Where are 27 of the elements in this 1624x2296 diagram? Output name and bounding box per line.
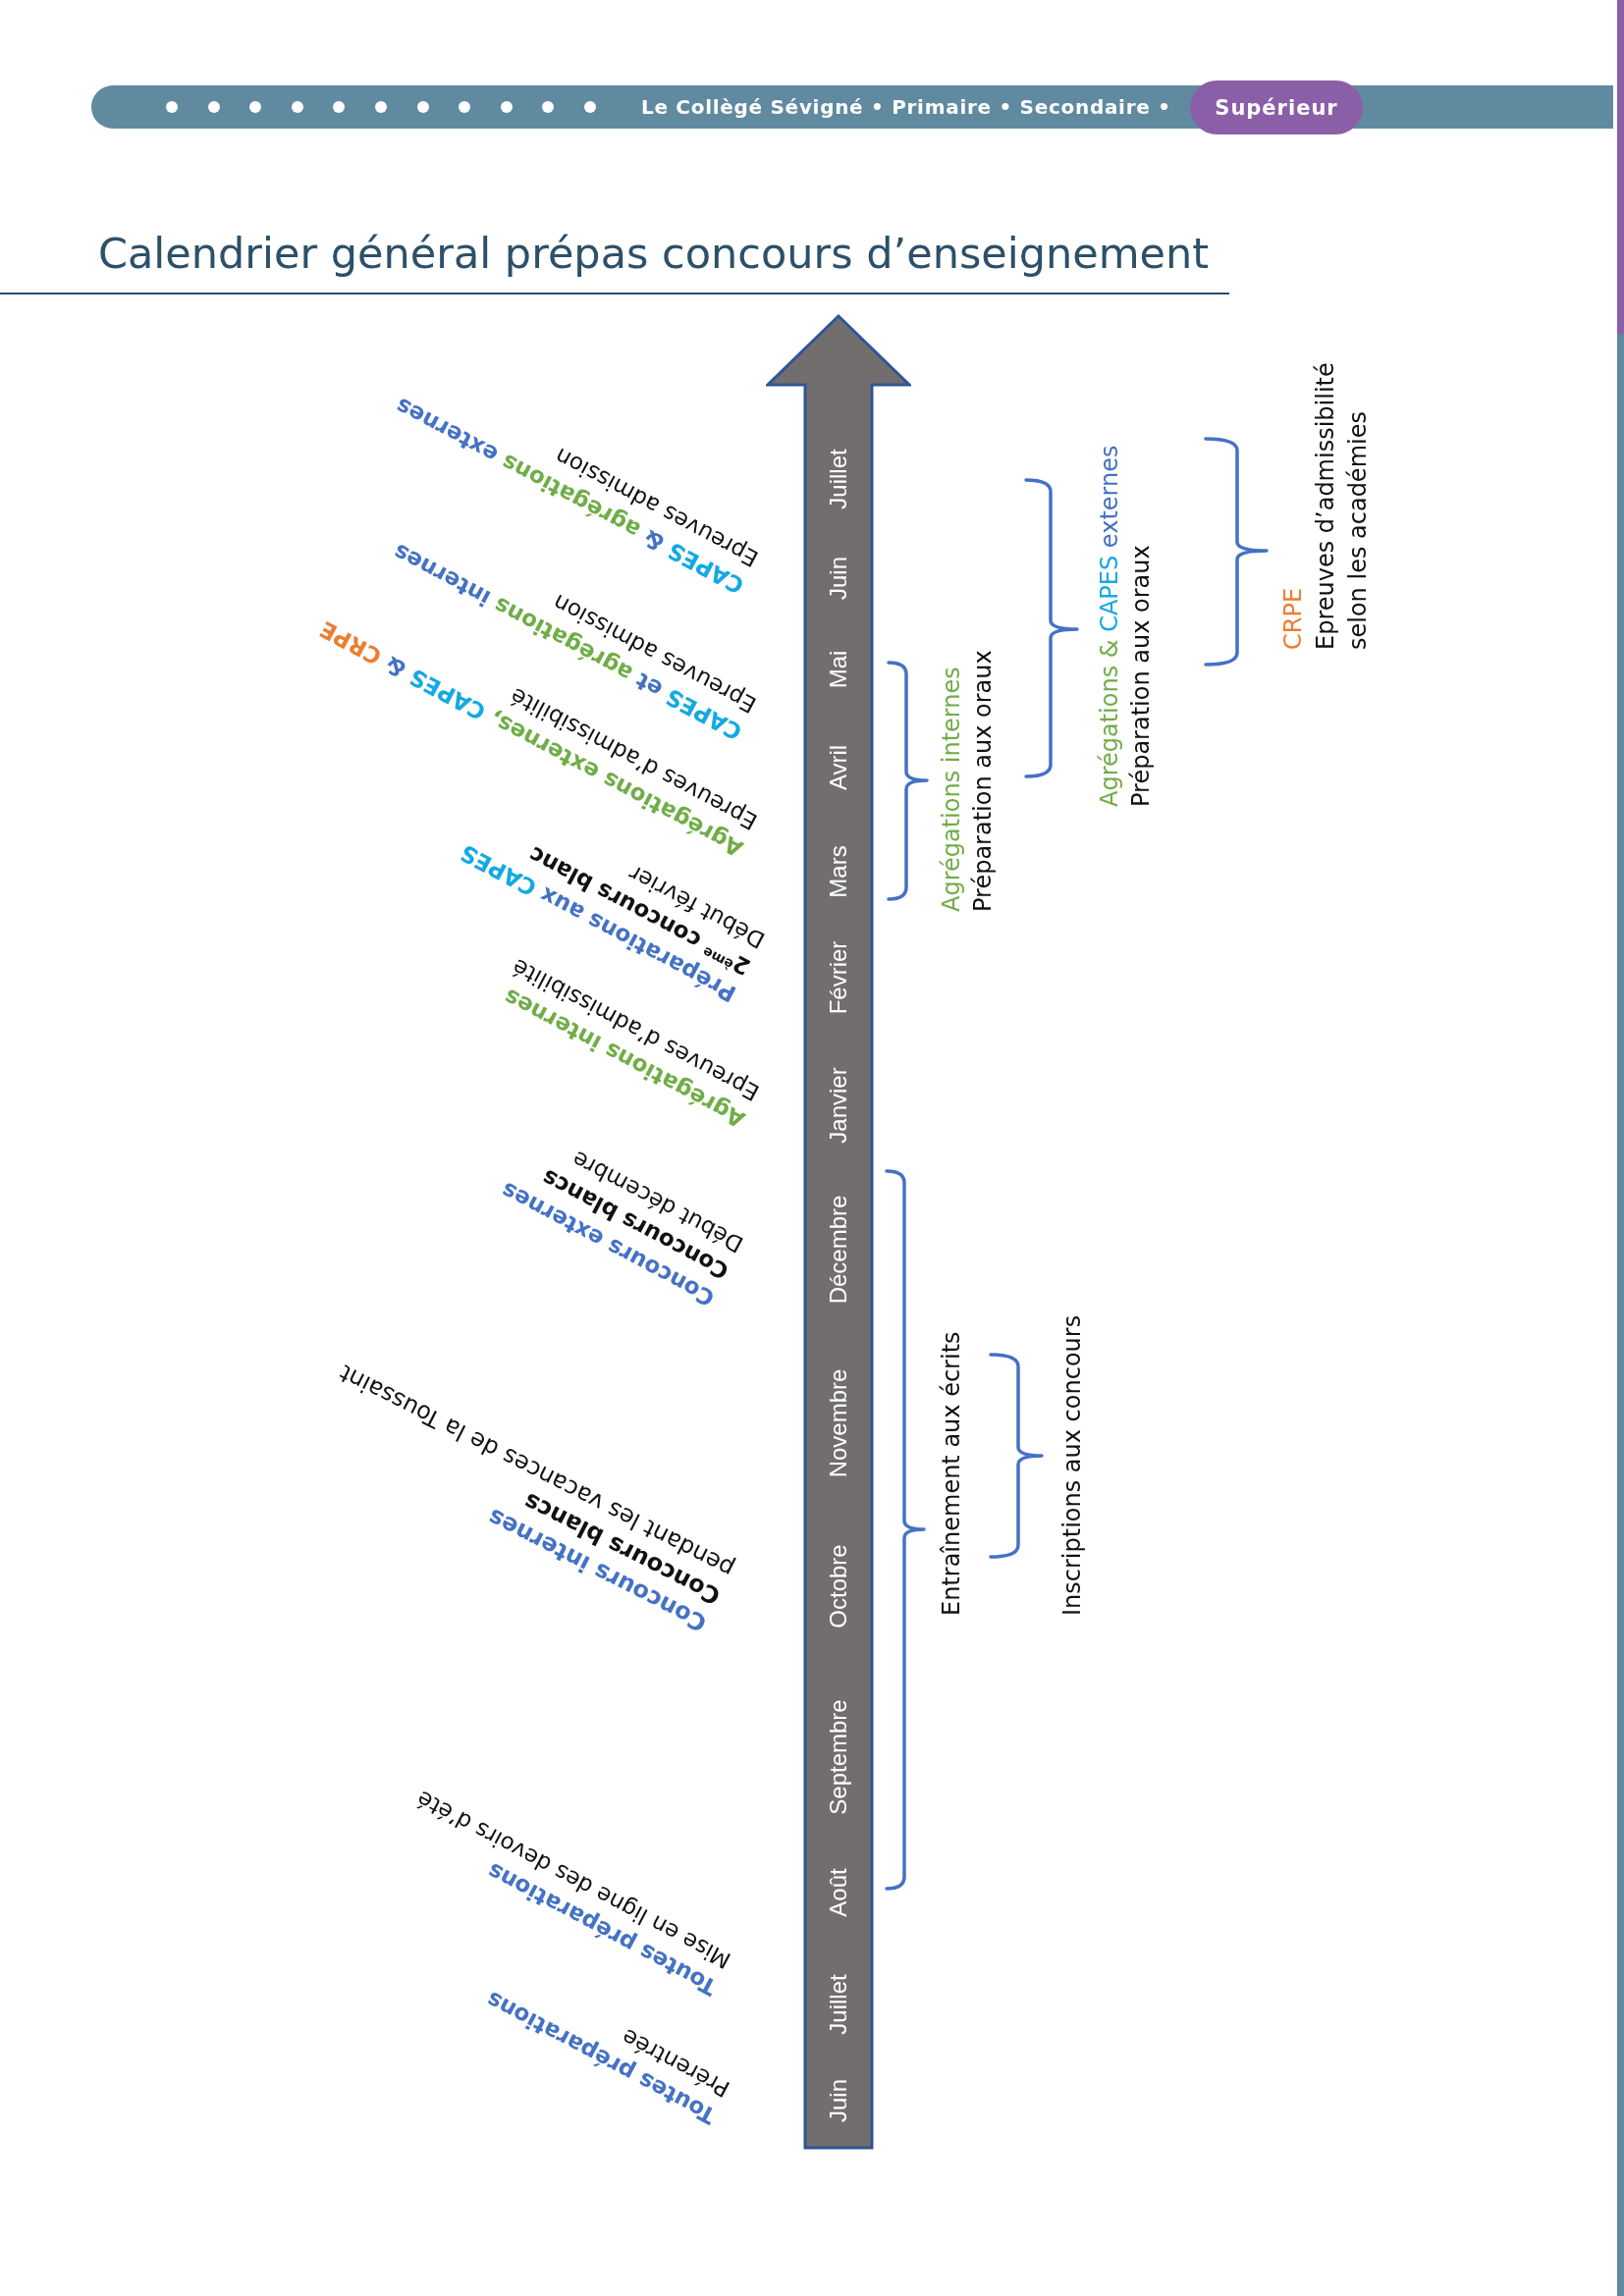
event-description: selon les académies	[1342, 411, 1373, 650]
event-description: Inscriptions aux concours	[1057, 1314, 1087, 1616]
month-label: Janvier	[825, 1067, 852, 1144]
month-label: Février	[825, 940, 852, 1015]
exam-heading: Agrégations & CAPES externes	[1095, 445, 1124, 807]
month-label: Avril	[825, 744, 852, 791]
current-section-tab: Supérieur	[1190, 80, 1363, 134]
month-label: Juillet	[825, 449, 852, 509]
month-label: Juin	[825, 2079, 852, 2122]
event-description: Préparation aux oraux	[1126, 545, 1156, 807]
section-breadcrumb: Le Collègé Sévigné • Primaire • Secondaire •	[641, 94, 1171, 120]
month-label: Juin	[825, 557, 852, 600]
event-description: Epreuves d’admissibilité	[1310, 362, 1340, 650]
month-label: Septembre	[825, 1699, 852, 1815]
month-label: Juillet	[825, 1974, 852, 2035]
exam-heading: Agrégations internes	[937, 667, 966, 912]
month-label: Novembre	[825, 1368, 852, 1478]
month-label: Mars	[825, 845, 852, 898]
month-label: Mai	[825, 650, 852, 689]
event-description: Préparation aux oraux	[968, 650, 998, 912]
month-label: Août	[825, 1868, 852, 1917]
month-label: Décembre	[825, 1195, 852, 1305]
event-description: Entraînement aux écrits	[937, 1331, 966, 1616]
month-label: Octobre	[825, 1544, 852, 1629]
timeline-arrow	[766, 314, 911, 2150]
exam-heading: CRPE	[1277, 587, 1308, 650]
page-title: Calendrier général prépas concours d’enseignement	[98, 228, 1210, 280]
